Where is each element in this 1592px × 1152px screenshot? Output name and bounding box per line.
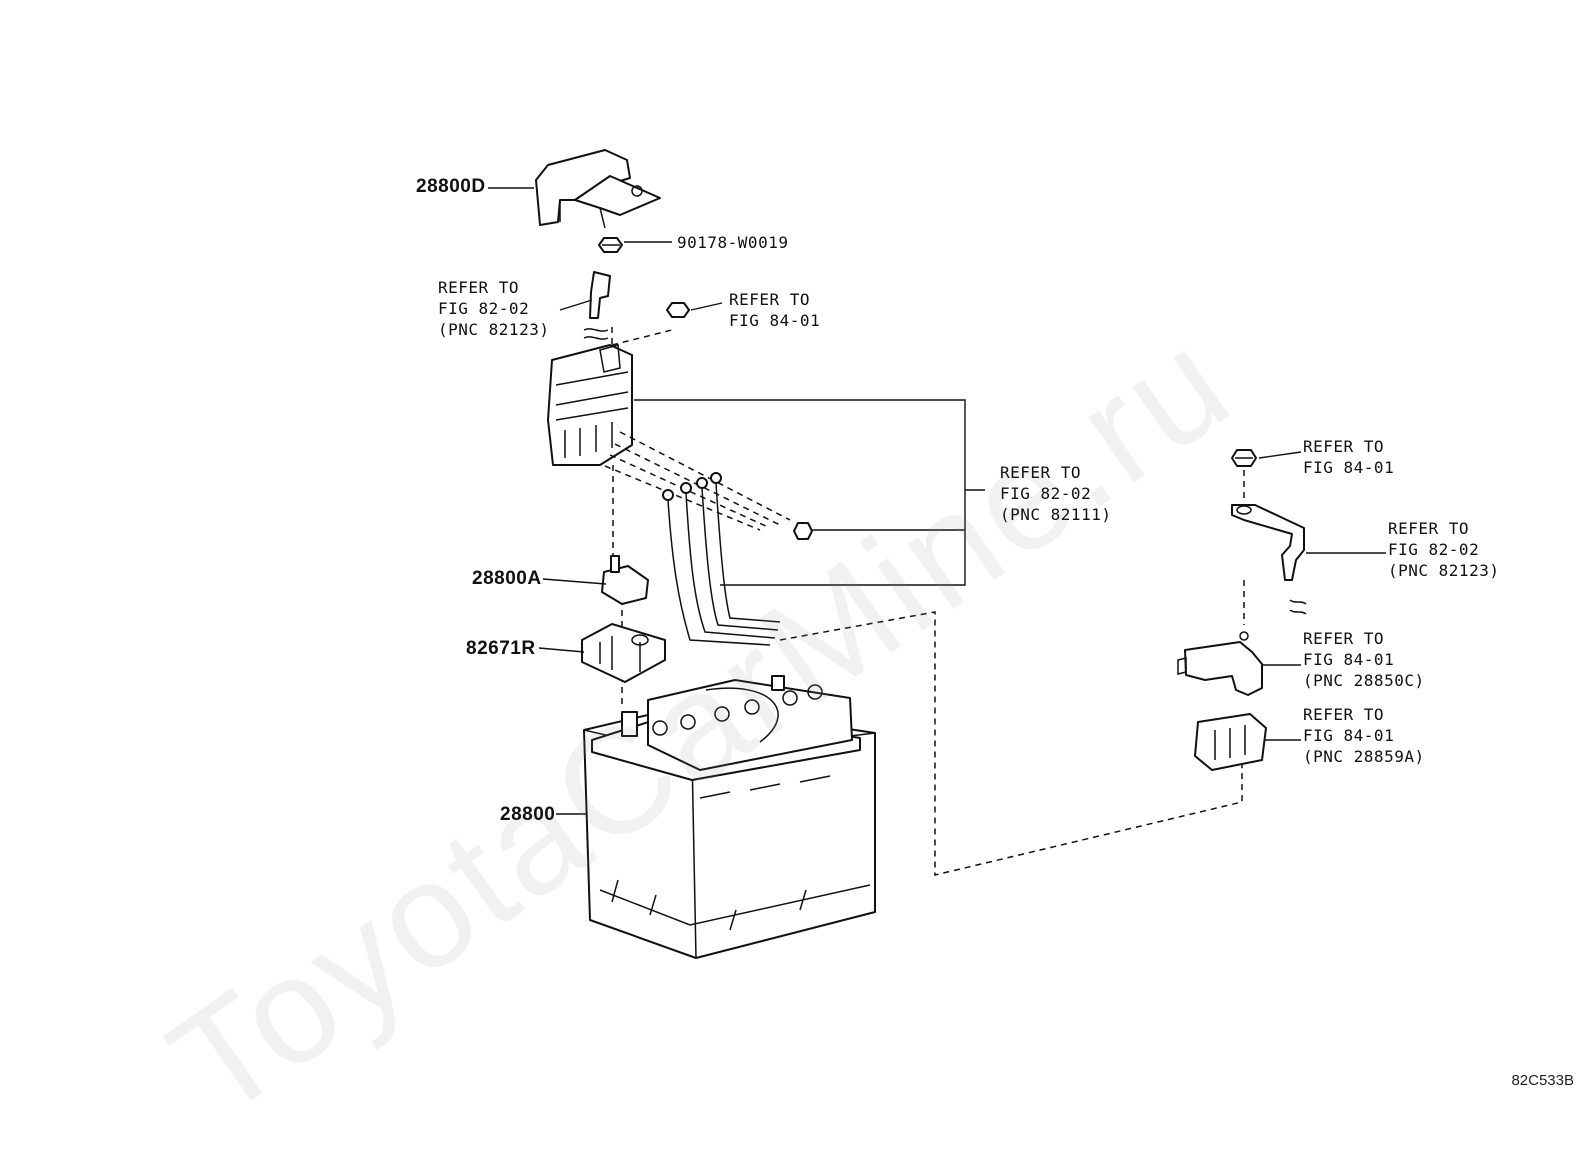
ref-line: FIG 82-02 xyxy=(438,299,530,318)
ref-line: REFER TO xyxy=(1388,519,1470,538)
ref-block-7[interactable]: REFER TO FIG 84-01 (PNC 28859A) xyxy=(1303,704,1425,767)
ref-line: FIG 84-01 xyxy=(1303,458,1395,477)
ref-block-5[interactable]: REFER TO FIG 82-02 (PNC 82123) xyxy=(1388,518,1499,581)
ref-line: FIG 82-02 xyxy=(1000,484,1092,503)
battery-28800 xyxy=(583,675,876,959)
ref-line: (PNC 28859A) xyxy=(1303,747,1425,766)
cable-harness-82111 xyxy=(604,431,813,646)
nut-90178 xyxy=(598,237,623,253)
nut-right xyxy=(1231,449,1257,467)
diagram-drawing xyxy=(488,149,1386,959)
leader-ref3 xyxy=(634,399,985,586)
cable-terminal-right xyxy=(1231,504,1307,615)
ref-line: REFER TO xyxy=(729,290,811,309)
dash-top xyxy=(611,327,673,346)
ref-block-4[interactable]: REFER TO FIG 84-01 xyxy=(1303,436,1394,478)
ref-line: FIG 84-01 xyxy=(1303,650,1395,669)
clamp-28800a xyxy=(601,555,649,605)
leader-ref2 xyxy=(690,302,723,311)
part-28800d-label[interactable]: 28800D xyxy=(416,176,486,197)
ref-block-2[interactable]: REFER TO FIG 84-01 xyxy=(729,289,820,331)
figure-code: 82C533B xyxy=(1511,1072,1574,1089)
part-82671r-label[interactable]: 82671R xyxy=(466,638,536,659)
ref-line: REFER TO xyxy=(1303,629,1385,648)
leader-28800a xyxy=(542,578,607,585)
dash-link xyxy=(779,611,1243,876)
ref-block-3[interactable]: REFER TO FIG 82-02 (PNC 82111) xyxy=(1000,462,1111,525)
ref-line: FIG 84-01 xyxy=(729,311,821,330)
leader-ref4 xyxy=(1258,451,1302,459)
cable-end-82123 xyxy=(583,271,611,340)
nut-ref-84-01 xyxy=(666,302,690,318)
ref-line: REFER TO xyxy=(438,278,520,297)
ref-line: REFER TO xyxy=(1303,437,1385,456)
part-28800-label[interactable]: 28800 xyxy=(500,804,556,825)
leader-82671r xyxy=(538,647,585,653)
ref-line: (PNC 82123) xyxy=(1388,561,1500,580)
leader-ref1 xyxy=(559,299,593,311)
ref-line: (PNC 82123) xyxy=(438,320,550,339)
terminal-cover-28800d xyxy=(535,149,661,229)
ref-line: REFER TO xyxy=(1303,705,1385,724)
sensor-bracket xyxy=(1194,713,1267,771)
parts-diagram: ToyotaCarMine.ru 28800D 90178-W0019 2880… xyxy=(141,149,1574,1149)
part-28800a-label[interactable]: 28800A xyxy=(472,568,542,589)
ref-block-1[interactable]: REFER TO FIG 82-02 (PNC 82123) xyxy=(438,277,549,340)
ref-block-6[interactable]: REFER TO FIG 84-01 (PNC 28850C) xyxy=(1303,628,1425,691)
current-sensor xyxy=(1177,631,1263,696)
ref-line: FIG 84-01 xyxy=(1303,726,1395,745)
fuse-block xyxy=(547,344,633,466)
ref-line: (PNC 28850C) xyxy=(1303,671,1425,690)
bracket-82671r xyxy=(581,623,666,683)
part-90178-label[interactable]: 90178-W0019 xyxy=(677,233,789,252)
ref-line: REFER TO xyxy=(1000,463,1082,482)
ref-line: FIG 82-02 xyxy=(1388,540,1480,559)
ref-line: (PNC 82111) xyxy=(1000,505,1112,524)
